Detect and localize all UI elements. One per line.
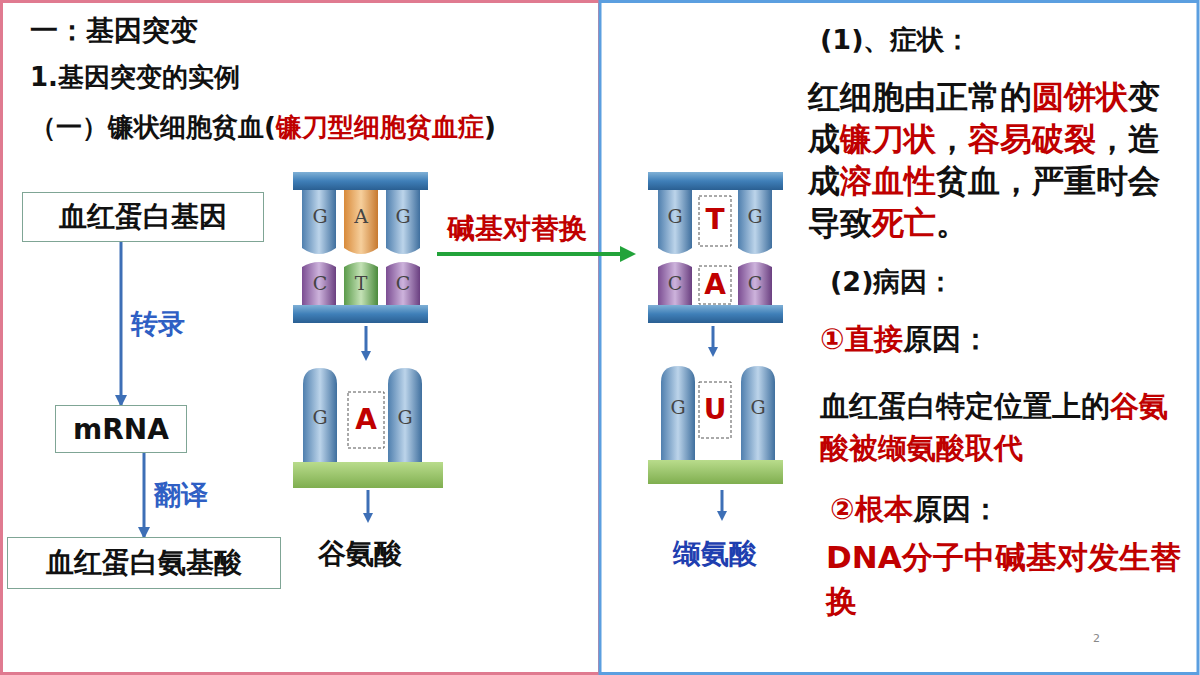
section-heading: 1.基因突变的实例 <box>30 60 240 95</box>
slide-title: 一：基因突变 <box>30 12 198 50</box>
symptom-text-block: 红细胞由正常的圆饼状变成镰刀状，容易破裂，造成溶血性贫血，严重时会导致死亡。 <box>808 76 1180 244</box>
base-letter: C <box>303 272 337 294</box>
base-letter: C <box>738 272 772 294</box>
process-box: 血红蛋白氨基酸 <box>7 537 281 589</box>
box-text: mRNA <box>73 413 169 446</box>
box-text: 血红蛋白氨基酸 <box>46 544 242 582</box>
box-text: 血红蛋白基因 <box>59 198 227 236</box>
amino-acid: 谷氨酸 <box>318 535 402 573</box>
symptom-text: 死亡 <box>872 204 936 242</box>
base-letter: A <box>348 403 384 436</box>
base-letter: G <box>388 406 422 428</box>
base-letter: C <box>658 272 692 294</box>
arrow-connector <box>120 242 123 405</box>
page-number: 2 <box>1093 632 1100 645</box>
base-letter: G <box>303 205 337 227</box>
base-letter: C <box>386 272 420 294</box>
cause-heading: 原因： <box>903 322 990 356</box>
symptom-text: 镰刀状 <box>840 120 936 158</box>
cause-heading: ②根本 <box>830 492 913 526</box>
base-letter: T <box>344 272 378 294</box>
arrow-connector <box>143 453 146 537</box>
cause-text-block: 血红蛋白特定位置上的谷氨酸被缬氨酸取代 <box>820 385 1180 469</box>
cause-heading-block: ①直接原因： <box>820 320 1180 358</box>
section-heading: （一）镰状细胞贫血( <box>30 112 276 142</box>
subheading: (1)、症状： <box>820 22 971 58</box>
symptom-text: ， <box>936 120 968 158</box>
subheading: (2)病因： <box>830 264 954 300</box>
cause-heading-block: ②根本原因： <box>830 490 1190 528</box>
edge-label: 转录 <box>131 306 185 342</box>
base-letter: T <box>699 203 731 236</box>
cause-text-block: DNA分子中碱基对发生替换 <box>826 535 1186 623</box>
section-heading: 镰刀型细胞贫血症 <box>276 112 484 142</box>
base-letter: G <box>738 205 772 227</box>
base-letter: A <box>699 268 731 301</box>
symptom-text: 。 <box>936 204 968 242</box>
symptom-text: 容易破裂 <box>968 120 1096 158</box>
section-heading: ) <box>484 112 496 142</box>
cause-heading: 原因： <box>913 492 1000 526</box>
amino-acid: 缬氨酸 <box>673 535 757 573</box>
cause-text: DNA分子中碱基对发生替换 <box>826 539 1181 619</box>
section-heading-block: （一）镰状细胞贫血(镰刀型细胞贫血症) <box>30 110 730 144</box>
process-box: 血红蛋白基因 <box>22 192 264 242</box>
edge-label: 翻译 <box>154 477 208 513</box>
base-letter: G <box>303 406 337 428</box>
base-letter: U <box>699 393 731 426</box>
arrow-label: 碱基对替换 <box>447 210 587 248</box>
symptom-text: 溶血性 <box>840 162 936 200</box>
cause-text: 血红蛋白特定位置上的 <box>820 389 1110 423</box>
cause-heading: ①直接 <box>820 322 903 356</box>
base-letter: G <box>658 205 692 227</box>
base-letter: A <box>344 205 378 227</box>
symptom-text: 红细胞由正常的 <box>808 78 1032 116</box>
process-box: mRNA <box>55 405 187 453</box>
base-letter: G <box>741 396 775 418</box>
base-letter: G <box>386 205 420 227</box>
base-letter: G <box>661 396 695 418</box>
symptom-text: 圆饼状 <box>1032 78 1128 116</box>
